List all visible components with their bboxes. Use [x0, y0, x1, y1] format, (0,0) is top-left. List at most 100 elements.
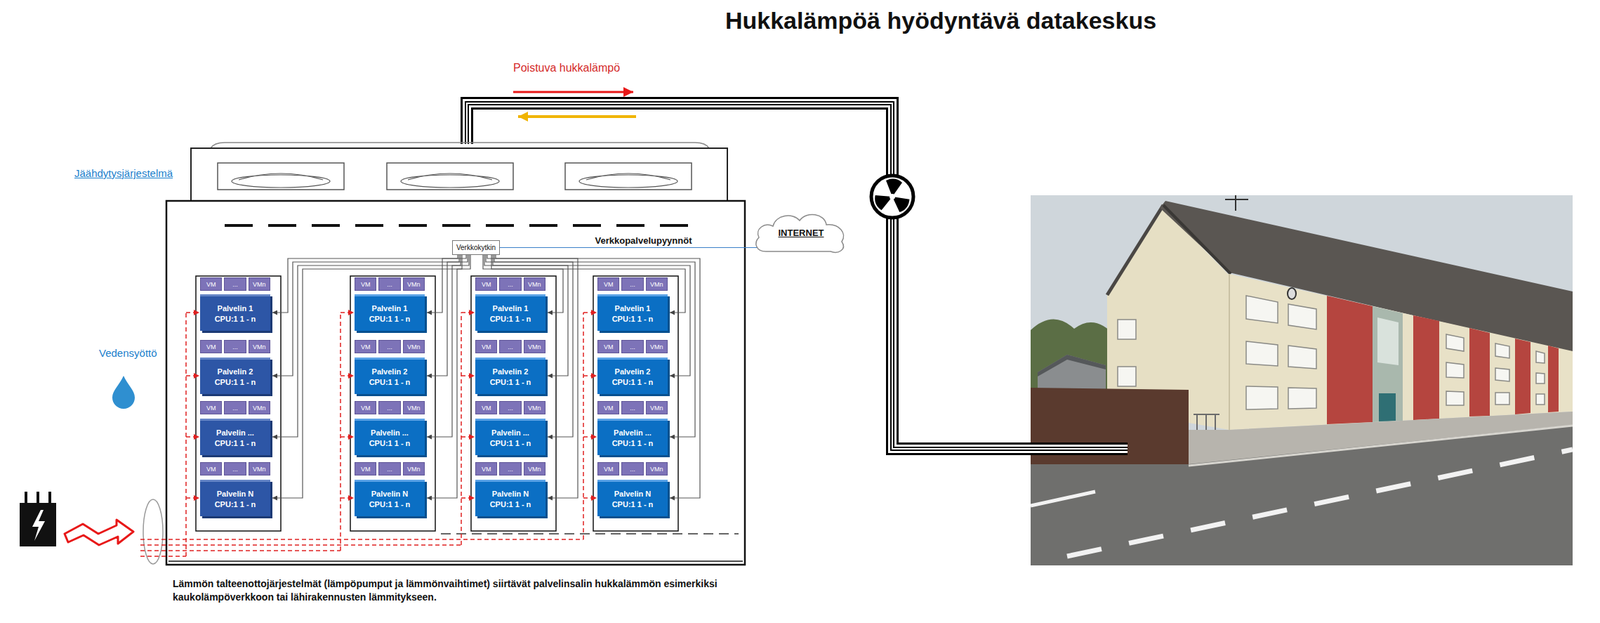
- heat-recovery-lines: [340, 311, 354, 314]
- vm-row: VM...VMn: [597, 277, 668, 291]
- cloud-outline: [756, 214, 844, 253]
- photo-windows: [1117, 366, 1136, 387]
- power-supply-symbol: [36, 491, 40, 503]
- photo-antenna: [1234, 195, 1237, 211]
- vm-label: ...: [499, 461, 521, 476]
- server-name: Palvelin N: [371, 488, 409, 499]
- vm-label: ...: [499, 400, 521, 415]
- apartment-photo: [1413, 315, 1440, 420]
- node-label: INTERNET: [778, 227, 825, 238]
- cooling-unit: [231, 174, 330, 188]
- cpu-label: CPU:1 1 - n: [369, 438, 411, 448]
- vm-label: VMn: [248, 339, 271, 354]
- cpu-label: CPU:1 1 - n: [612, 313, 654, 324]
- apartment-photo: [1228, 273, 1231, 430]
- vm-label: VMn: [248, 400, 271, 415]
- heat-recovery-lines: [461, 374, 475, 377]
- vm-label: VM: [597, 400, 620, 415]
- photo-windows: [1495, 367, 1510, 382]
- cooling-unit: [407, 173, 493, 180]
- server-name: Palvelin N: [492, 488, 530, 499]
- cpu-label: CPU:1 1 - n: [490, 313, 532, 324]
- cpu-label: CPU:1 1 - n: [369, 313, 411, 324]
- apartment-photo: [1326, 295, 1373, 425]
- vm-row: VM...VMn: [200, 277, 271, 291]
- pump-symbol: [871, 188, 896, 212]
- vm-label: ...: [621, 400, 644, 415]
- vm-label: VMn: [645, 339, 668, 354]
- vm-row: VM...VMn: [354, 277, 425, 291]
- photo-windows: [1446, 391, 1464, 406]
- vm-label: VMn: [402, 461, 425, 476]
- cpu-label: CPU:1 1 - n: [490, 438, 532, 448]
- photo-windows: [1117, 319, 1136, 340]
- vm-row: VM...VMn: [597, 400, 668, 415]
- cooling-unit: [238, 173, 323, 180]
- heat-recovery-lines: [185, 312, 187, 557]
- heat-recovery-lines: [143, 499, 163, 564]
- vm-row: VM...VMn: [475, 461, 546, 476]
- data-hall: [168, 560, 743, 562]
- photo-antenna: [1287, 287, 1297, 300]
- vm-label: VM: [475, 277, 498, 291]
- server-box: Palvelin NCPU:1 1 - n: [200, 479, 271, 517]
- cpu-label: CPU:1 1 - n: [612, 377, 654, 387]
- heat-recovery-lines: [340, 497, 354, 499]
- heat-recovery-lines: [140, 555, 187, 557]
- apartment-photo: [1037, 354, 1106, 391]
- vm-label: ...: [223, 461, 246, 476]
- pump-symbol: [871, 175, 914, 218]
- server-name: Palvelin ...: [491, 427, 530, 438]
- vm-row: VM...VMn: [200, 400, 271, 415]
- vm-label: ...: [378, 277, 401, 291]
- data-hall: [224, 223, 700, 227]
- server-name: Palvelin 2: [217, 366, 254, 377]
- cpu-label: CPU:1 1 - n: [490, 377, 532, 387]
- vm-row: VM...VMn: [200, 339, 271, 354]
- vm-row: VM...VMn: [354, 400, 425, 415]
- heat-recovery-lines: [140, 538, 584, 540]
- server-box: Palvelin 2CPU:1 1 - n: [597, 357, 668, 394]
- vm-label: VMn: [523, 400, 546, 415]
- apartment-photo: [1378, 393, 1396, 422]
- photo-windows: [1246, 295, 1278, 323]
- vm-label: VMn: [645, 400, 668, 415]
- heat-flow-label: Poistuva hukkalämpö: [513, 61, 620, 75]
- vm-label: VM: [597, 461, 620, 476]
- cpu-label: CPU:1 1 - n: [612, 499, 654, 509]
- vm-label: VM: [200, 461, 222, 476]
- server-name: Palvelin N: [614, 488, 652, 499]
- server-name: Palvelin 1: [492, 303, 529, 314]
- vm-label: VM: [354, 277, 377, 291]
- apartment-photo: [1030, 491, 1096, 506]
- cpu-label: CPU:1 1 - n: [612, 438, 654, 448]
- heat-recovery-lines: [186, 435, 200, 438]
- apartment-photo: [1515, 338, 1531, 415]
- cooling-unit: [586, 173, 671, 180]
- apartment-photo: [1037, 354, 1106, 377]
- apartment-photo: [1229, 273, 1573, 430]
- vm-label: ...: [378, 400, 401, 415]
- cpu-label: CPU:1 1 - n: [369, 377, 411, 387]
- vm-label: VMn: [402, 339, 425, 354]
- vm-label: VMn: [523, 277, 546, 291]
- pump-symbol: [889, 193, 896, 200]
- vm-label: ...: [378, 461, 401, 476]
- server-box: Palvelin 1CPU:1 1 - n: [597, 294, 668, 331]
- vm-label: VM: [200, 339, 222, 354]
- server-box: Palvelin ...CPU:1 1 - n: [200, 418, 271, 455]
- heat-recovery-lines: [583, 374, 597, 377]
- heat-recovery-lines: [186, 374, 200, 377]
- apartment-photo: [1377, 317, 1399, 366]
- pump-symbol: [871, 175, 914, 218]
- server-box: Palvelin ...CPU:1 1 - n: [597, 418, 668, 455]
- vm-label: VM: [475, 339, 498, 354]
- photo-windows: [1288, 387, 1317, 409]
- server-box: Palvelin 1CPU:1 1 - n: [475, 294, 546, 331]
- vm-label: ...: [621, 277, 644, 291]
- vm-row: VM...VMn: [200, 461, 271, 476]
- server-rack: [195, 275, 281, 531]
- network-connector: [272, 254, 462, 498]
- server-box: Palvelin 2CPU:1 1 - n: [354, 357, 425, 394]
- server-rack: [593, 275, 679, 531]
